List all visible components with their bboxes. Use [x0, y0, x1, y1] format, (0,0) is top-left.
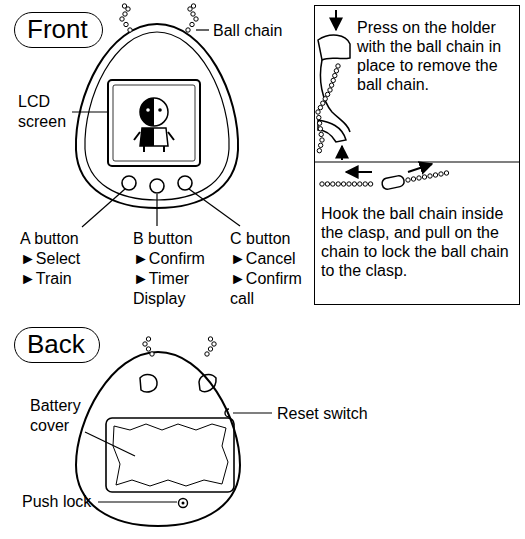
chain-bead: [122, 4, 126, 8]
chain-bead: [318, 127, 322, 131]
chain-bead: [328, 88, 332, 92]
button-name: B button: [133, 229, 193, 249]
chain-bead: [422, 175, 426, 179]
chain-bead: [124, 22, 128, 26]
chain-bead: [190, 22, 194, 26]
chain-bead: [318, 105, 322, 109]
chain-bead: [205, 352, 209, 356]
chain-bead: [325, 182, 329, 186]
view-tag: Front: [14, 12, 103, 48]
chain-bead: [191, 12, 195, 16]
part-label: LCD screen: [18, 92, 74, 132]
button-function: ►Timer Display: [133, 269, 207, 309]
chain-bead: [433, 173, 437, 177]
chain-bead: [120, 17, 124, 21]
chain-bead: [358, 182, 362, 186]
chain-bead: [212, 342, 216, 346]
chain-bead: [150, 352, 154, 356]
front-device: [76, 24, 238, 208]
part-label: Battery cover: [30, 396, 94, 436]
view-title: Front: [27, 13, 88, 45]
chain-bead: [334, 69, 338, 73]
chain-bead: [411, 177, 415, 181]
part-label: Ball chain: [213, 21, 282, 41]
view-tag: Back: [14, 327, 100, 363]
chain-bead: [333, 73, 337, 77]
button-function: ►Confirm call: [230, 269, 310, 309]
chain-bead: [320, 138, 324, 142]
chain-bead: [186, 28, 190, 32]
chain-bead: [329, 83, 333, 87]
button-function: ►Select: [20, 249, 80, 269]
instruction-text: Hook the ball chain inside the clasp, an…: [321, 204, 517, 280]
chain-bead: [368, 182, 372, 186]
chain-bead: [317, 121, 321, 125]
chain-bead: [320, 182, 324, 186]
lcd-character: [134, 98, 174, 152]
chain-bead: [319, 132, 323, 136]
chain-bead: [352, 182, 356, 186]
chain-bead: [123, 12, 127, 16]
button-function: ►Confirm: [133, 249, 205, 269]
chain-bead: [336, 182, 340, 186]
chain-bead: [317, 115, 321, 119]
button-name: C button: [230, 229, 290, 249]
chain-bead: [439, 172, 443, 176]
chain-bead: [406, 178, 410, 182]
chain-bead: [331, 78, 335, 82]
back-device: [76, 352, 240, 526]
ball-chains: [120, 4, 449, 356]
instruction-panel: Press on the holder with the ball chain …: [314, 5, 520, 305]
chain-bead: [417, 176, 421, 180]
chain-bead: [191, 4, 195, 8]
view-title: Back: [27, 328, 85, 360]
chain-bead: [208, 347, 212, 351]
chain-bead: [194, 17, 198, 21]
part-label: Reset switch: [277, 404, 368, 424]
chain-bead: [341, 182, 345, 186]
button-function: ►Cancel: [230, 249, 296, 269]
chain-bead: [444, 171, 448, 175]
chain-bead: [317, 148, 321, 152]
chain-bead: [128, 28, 132, 32]
chain-bead: [146, 347, 150, 351]
chain-bead: [146, 337, 150, 341]
button-name: A button: [20, 229, 79, 249]
instruction-text: Press on the holder with the ball chain …: [357, 18, 515, 94]
chain-bead: [331, 182, 335, 186]
chain-bead: [318, 143, 322, 147]
chain-bead: [143, 342, 147, 346]
chain-bead: [323, 97, 327, 101]
chain-bead: [347, 182, 351, 186]
callout-illustrations: [314, 10, 520, 190]
chain-bead: [321, 101, 325, 105]
chain-bead: [208, 337, 212, 341]
chain-bead: [325, 92, 329, 96]
button-function: ►Train: [20, 269, 72, 289]
chain-bead: [316, 110, 320, 114]
part-label: Push lock: [22, 492, 91, 512]
chain-bead: [336, 64, 340, 68]
chain-bead: [428, 174, 432, 178]
chain-bead: [363, 182, 367, 186]
